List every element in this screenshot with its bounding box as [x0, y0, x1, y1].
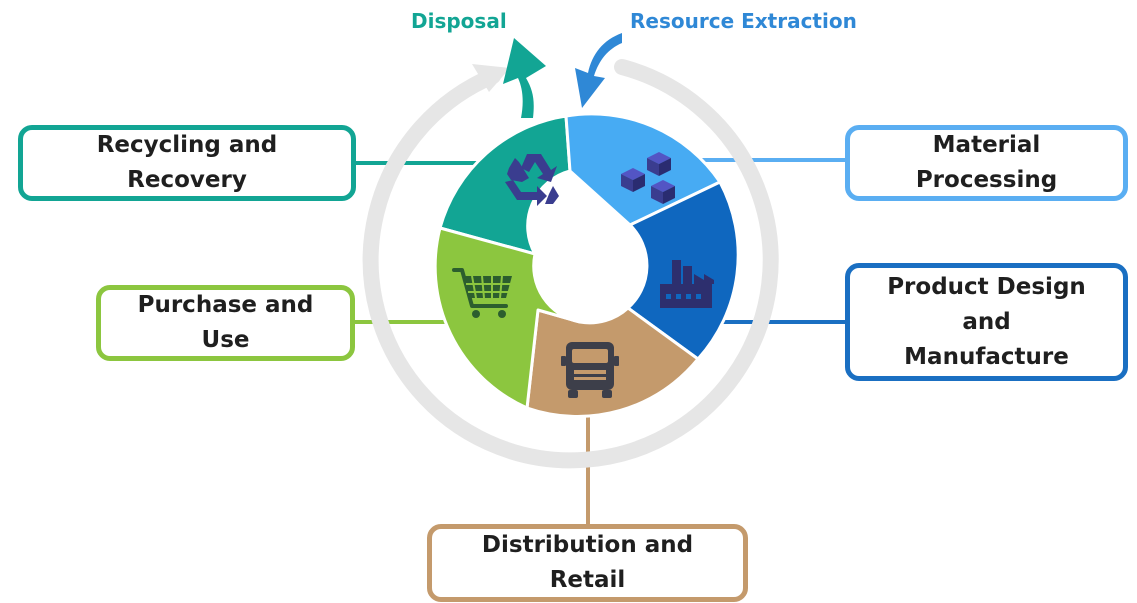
stage-recycling-and-recovery: Recycling and Recovery: [18, 125, 356, 201]
stage-label: Recycling and Recovery: [96, 132, 278, 193]
stage-distribution-and-retail: Distribution and Retail: [427, 524, 748, 602]
stage-label: Distribution and Retail: [481, 532, 694, 593]
stage-label: Purchase and Use: [137, 292, 314, 353]
resource-extraction-arrow: [575, 33, 622, 108]
truck-icon: [561, 342, 619, 398]
stage-material-processing: Material Processing: [845, 125, 1128, 201]
cubes-icon: [621, 152, 675, 204]
cycle-ring-arrowhead: [472, 64, 510, 92]
recycle-icon: [505, 154, 559, 206]
stage-product-design-and-manufacture: Product Design and Manufacture: [845, 263, 1128, 381]
stage-purchase-and-use: Purchase and Use: [96, 285, 355, 361]
disposal-label: Disposal: [411, 9, 507, 33]
resource-extraction-label: Resource Extraction: [630, 9, 857, 33]
factory-icon: [660, 260, 714, 308]
wheel-center: [533, 209, 647, 323]
shopping-cart-icon: [452, 268, 512, 318]
stage-label: Product Design and Manufacture: [887, 273, 1086, 370]
disposal-arrow: [503, 38, 546, 118]
cycle-ring: [362, 59, 779, 469]
stage-label: Material Processing: [915, 132, 1058, 193]
cycle-wheel: [433, 112, 740, 418]
